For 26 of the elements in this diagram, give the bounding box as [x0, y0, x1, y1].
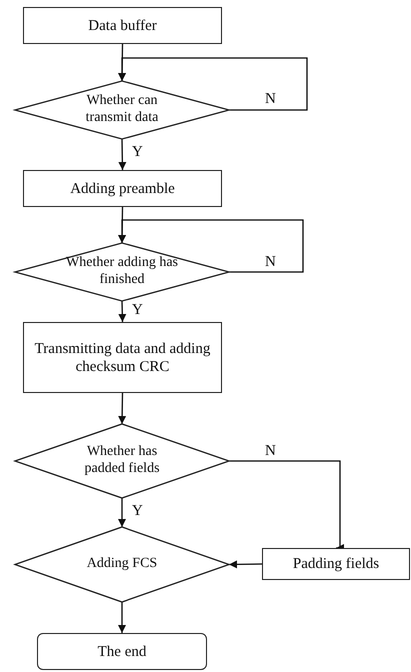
process-box	[262, 548, 410, 580]
node-label: Padding fields	[292, 555, 380, 573]
arrow	[118, 57, 308, 111]
arrow	[118, 392, 126, 424]
decision-diamond	[15, 424, 229, 498]
arrow	[118, 602, 126, 633]
node-label: The end	[98, 642, 146, 660]
node-label: Whether adding has finished	[66, 255, 178, 289]
decision-diamond	[15, 243, 229, 301]
node-label: Whether has padded fields	[83, 444, 161, 478]
node-label: Adding FCS	[86, 556, 158, 573]
terminator-box	[37, 633, 207, 670]
decision-diamond	[15, 81, 229, 139]
process-box	[23, 170, 222, 207]
arrow	[118, 138, 126, 170]
arrow	[118, 219, 304, 273]
node-label: Transmitting data and adding checksum CRC	[34, 340, 212, 376]
arrow	[229, 560, 262, 568]
arrow	[118, 498, 126, 527]
decision-diamond	[15, 527, 229, 602]
arrow	[118, 300, 126, 322]
process-box	[23, 7, 222, 44]
node-label: Data buffer	[88, 16, 157, 34]
node-label: Whether can transmit data	[84, 93, 160, 127]
process-box	[23, 322, 222, 393]
node-label: Adding preamble	[70, 180, 175, 198]
